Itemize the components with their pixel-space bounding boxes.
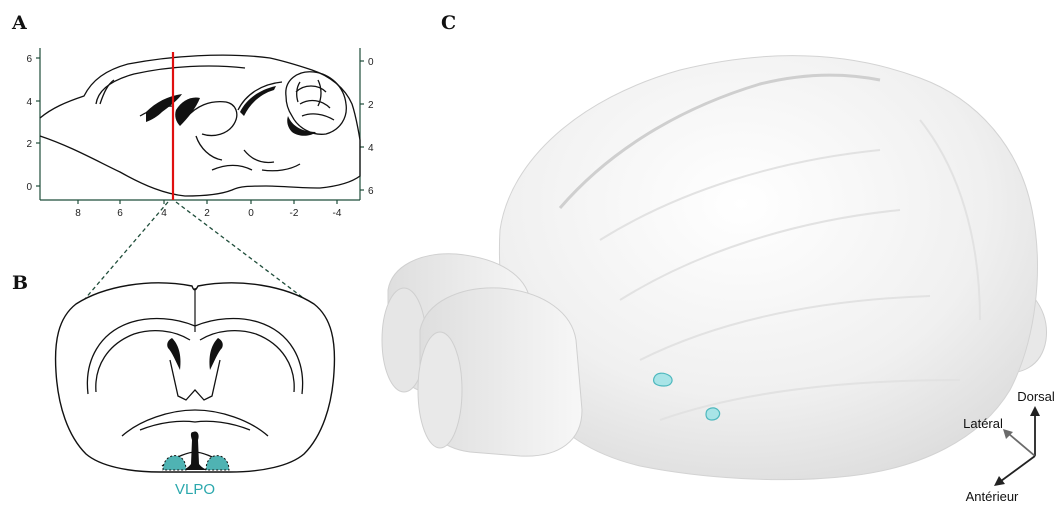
x-tick-label: -4 <box>333 208 342 219</box>
x-tick-label: 6 <box>117 208 123 219</box>
y-left-tick-label: 0 <box>26 182 32 193</box>
y-right-tick-label: 2 <box>368 100 374 111</box>
y-left-tick-label: 4 <box>26 97 32 108</box>
sagittal-plot: 8 6 4 2 0 -2 -4 6 4 2 0 0 2 4 6 <box>26 48 374 219</box>
y-right-tick-label: 6 <box>368 186 374 197</box>
orientation-lateral-label: Latéral <box>963 416 1003 431</box>
y-right-tick-label: 4 <box>368 143 374 154</box>
sagittal-brain-outline <box>40 55 360 196</box>
x-tick-label: 8 <box>75 208 81 219</box>
orientation-anterior-label: Antérieur <box>966 489 1019 504</box>
y-left-tick-label: 6 <box>26 54 32 65</box>
x-tick-label: 2 <box>204 208 210 219</box>
y-right-tick-label: 0 <box>368 57 374 68</box>
brain-3d-render <box>382 56 1047 480</box>
orientation-dorsal-label: Dorsal <box>1017 389 1055 404</box>
y-left-tick-labels: 6 4 2 0 <box>26 54 32 193</box>
x-tick-labels: 8 6 4 2 0 -2 -4 <box>75 208 342 219</box>
x-tick-label: 0 <box>248 208 254 219</box>
coronal-section: VLPO <box>56 283 335 498</box>
x-tick-label: -2 <box>290 208 299 219</box>
vlpo-label: VLPO <box>175 481 215 498</box>
y-right-tick-labels: 0 2 4 6 <box>368 57 374 197</box>
y-left-tick-label: 2 <box>26 139 32 150</box>
